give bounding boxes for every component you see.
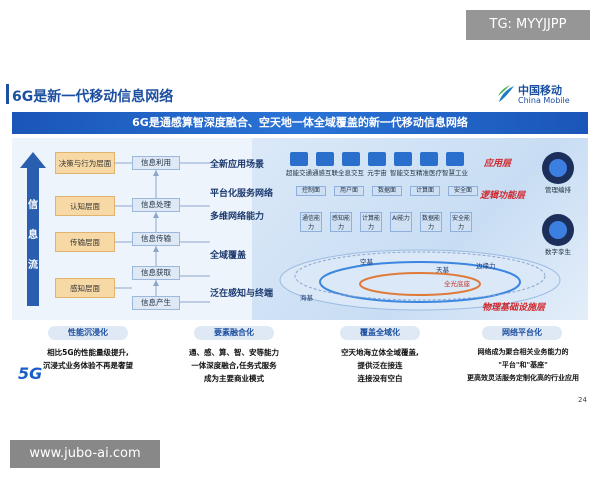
- ring-label: 全光底座: [444, 280, 470, 288]
- app-industry-icon: [446, 152, 464, 166]
- layer-cognition-label: 认知层面: [70, 201, 100, 211]
- info-processing: 信息处理: [132, 198, 180, 212]
- watermark-top: TG: MYYJJPP: [466, 10, 590, 40]
- app-label: 通感互联: [312, 169, 338, 177]
- layer-transmission: 传输层面: [55, 232, 115, 252]
- app-metaverse-icon: [368, 152, 386, 166]
- card-text: 网络成为聚合相关业务能力的 "平台"和"基座" 更高效灵活服务定制化高的行业应用: [452, 346, 594, 385]
- flow-connectors: [115, 162, 210, 303]
- card-platform: 网络平台化 网络成为聚合相关业务能力的 "平台"和"基座" 更高效灵活服务定制化…: [452, 326, 594, 406]
- plane-compute: 计算面: [410, 186, 440, 196]
- logo-en: China Mobile: [518, 96, 570, 105]
- card-line: 一体深度融合,任务式服务: [191, 361, 277, 370]
- app-label: 智能交互: [390, 169, 416, 177]
- infra-layer-tag: 物理基础设施层: [482, 303, 546, 313]
- plane-security: 安全面: [448, 186, 478, 196]
- flow-char-3: 流: [28, 260, 38, 271]
- page-number: 24: [578, 396, 587, 404]
- card-coverage: 覆盖全域化 空天地海立体全域覆盖, 提供泛在接连 连接没有空白: [310, 326, 450, 406]
- card-line: 空天地海立体全域覆盖,: [341, 348, 419, 357]
- headline-banner: 6G是通感算智深度融合、空天地一体全域覆盖的新一代移动信息网络: [12, 112, 588, 134]
- cap-security: 安全能力: [450, 212, 472, 232]
- app-label: 精准医疗: [416, 169, 442, 177]
- logic-layer-tag: 逻辑功能层: [480, 191, 526, 201]
- card-line: 提供泛在接连: [357, 361, 403, 370]
- side-label-orchestration: 管理编排: [545, 186, 571, 194]
- label-ubiquitous-sensing: 泛在感知与终端: [210, 289, 274, 299]
- card-head: 性能沉浸化: [48, 326, 128, 340]
- ring-label: 海基: [300, 294, 313, 302]
- app-holographic-icon: [342, 152, 360, 166]
- app-layer-tag: 应用层: [484, 159, 512, 169]
- info-acquisition: 信息获取: [132, 266, 180, 280]
- watermark-bottom: www.jubo-ai.com: [10, 440, 160, 468]
- app-medical-icon: [420, 152, 438, 166]
- label-full-coverage: 全域覆盖: [210, 251, 247, 261]
- app-smart-interaction-icon: [394, 152, 412, 166]
- layer-decision: 决策与行为层面: [55, 152, 115, 174]
- 5g-badge: 5G: [18, 364, 43, 383]
- cap-ai: AI能力: [390, 212, 412, 232]
- card-line: 网络成为聚合相关业务能力的: [477, 348, 569, 356]
- card-text: 空天地海立体全域覆盖, 提供泛在接连 连接没有空白: [310, 346, 450, 385]
- card-fusion: 要素融合化 通、感、算、智、安等能力 一体深度融合,任务式服务 成为主要商业模式: [164, 326, 304, 406]
- cap-sensing: 感知能力: [330, 212, 352, 232]
- ring-label: 边缘力: [476, 262, 496, 270]
- app-label: 元宇宙: [367, 169, 387, 177]
- china-mobile-logo-icon: [498, 85, 514, 102]
- card-line: 连接没有空白: [357, 374, 403, 383]
- cap-compute: 计算能力: [360, 212, 382, 232]
- layer-transmission-label: 传输层面: [70, 237, 100, 247]
- card-line: 沉浸式业务体验不再是奢望: [43, 361, 133, 370]
- app-interconnect-icon: [316, 152, 334, 166]
- label-platform-network: 平台化服务网络: [210, 189, 274, 199]
- card-text: 通、感、算、智、安等能力 一体深度融合,任务式服务 成为主要商业模式: [164, 346, 304, 385]
- cap-data: 数据能力: [420, 212, 442, 232]
- card-head: 网络平台化: [482, 326, 562, 340]
- ring-label: 天基: [436, 266, 449, 274]
- side-icons: [542, 152, 574, 246]
- info-generation: 信息产生: [132, 296, 180, 310]
- info-transmission: 信息传输: [132, 232, 180, 246]
- infrastructure-rings: [279, 249, 561, 311]
- layer-cognition: 认知层面: [55, 196, 115, 216]
- information-flow-arrow: [20, 152, 46, 306]
- app-label: 智慧工业: [442, 169, 468, 177]
- card-performance: 性能沉浸化 相比5G的性能量级提升, 沉浸式业务体验不再是奢望: [18, 326, 158, 406]
- plane-user: 用户面: [334, 186, 364, 196]
- layer-decision-label: 决策与行为层面: [58, 158, 112, 168]
- layer-perception: 感知层面: [55, 278, 115, 298]
- layer-perception-label: 感知层面: [70, 283, 100, 293]
- slide: 6G是新一代移动信息网络 中国移动 China Mobile 6G是通感算智深度…: [0, 68, 600, 408]
- card-head: 要素融合化: [194, 326, 274, 340]
- flow-char-2: 息: [28, 230, 38, 241]
- app-label: 全息交互: [338, 169, 364, 177]
- side-label-digital-twin: 数字孪生: [545, 248, 571, 256]
- title-accent-bar: [6, 84, 9, 104]
- plane-control: 控制面: [296, 186, 326, 196]
- ring-label: 空基: [360, 258, 373, 266]
- label-new-scenarios: 全新应用场景: [210, 160, 265, 170]
- app-transport-icon: [290, 152, 308, 166]
- card-line: 成为主要商业模式: [204, 374, 264, 383]
- card-head: 覆盖全域化: [340, 326, 420, 340]
- card-line: 通、感、算、智、安等能力: [189, 348, 279, 357]
- card-line: "平台"和"基座": [498, 361, 548, 369]
- card-line: 相比5G的性能量级提升,: [47, 348, 129, 357]
- cap-communication: 通信能力: [300, 212, 322, 232]
- info-use: 信息利用: [132, 156, 180, 170]
- slide-title: 6G是新一代移动信息网络: [12, 89, 174, 105]
- plane-data: 数据面: [372, 186, 402, 196]
- flow-char-1: 信: [28, 200, 38, 211]
- label-multi-capability: 多维网络能力: [210, 212, 265, 222]
- card-line: 更高效灵活服务定制化高的行业应用: [467, 374, 579, 382]
- logo-cn: 中国移动: [518, 84, 562, 97]
- card-text: 相比5G的性能量级提升, 沉浸式业务体验不再是奢望: [18, 346, 158, 372]
- app-label: 超能交通: [286, 169, 312, 177]
